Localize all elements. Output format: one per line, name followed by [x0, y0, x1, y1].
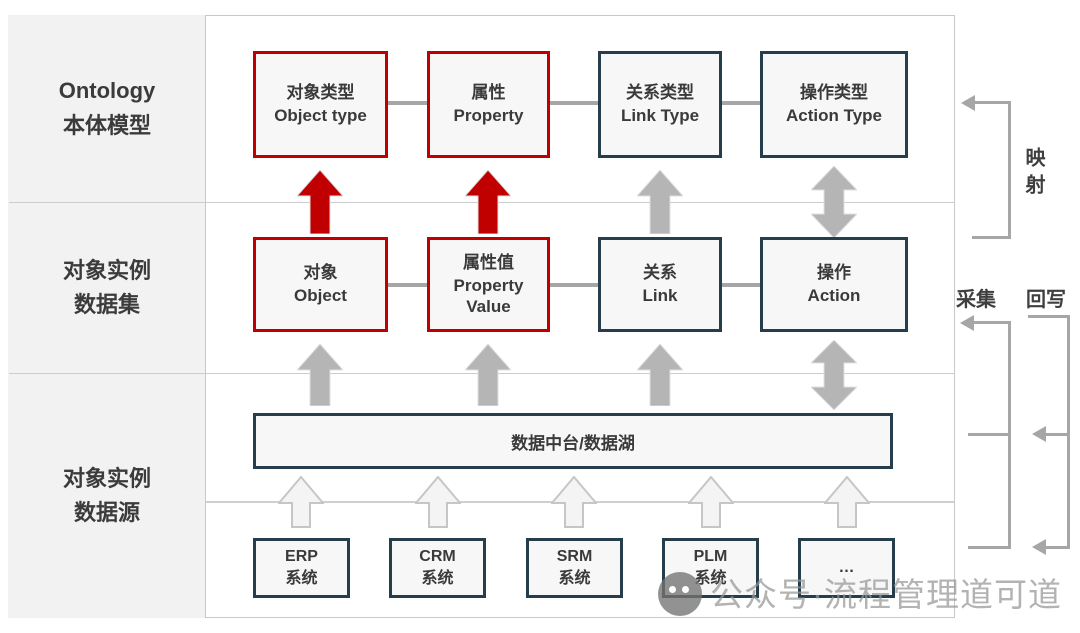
- sidebar-label-instance-datasource: 对象实例 数据源: [8, 374, 206, 618]
- sidebar-label-instance-dataset: 对象实例 数据集: [8, 203, 206, 373]
- box-label-zh: 属性值: [463, 252, 514, 272]
- box-label-zh: 属性: [471, 83, 506, 103]
- source-box-srm: SRM 系统: [526, 538, 623, 598]
- box-label-zh: 关系: [643, 263, 677, 283]
- connector-line: [550, 283, 598, 287]
- source-box-crm: CRM 系统: [389, 538, 486, 598]
- sidebar-label-line: 数据集: [73, 292, 140, 317]
- writeback-label: 回写: [1026, 283, 1066, 312]
- box-label-zh: 操作: [817, 263, 851, 283]
- sidebar-label-line: 本体模型: [62, 112, 151, 138]
- hollow-up-arrow-icon: [551, 476, 597, 528]
- writeback-label-text: 回写: [1026, 289, 1066, 311]
- bracket-line: [1008, 101, 1011, 239]
- hollow-up-arrow-icon: [824, 476, 870, 528]
- data-platform-bar: 数据中台/数据湖: [253, 413, 893, 469]
- sidebar-label-line: Ontology: [58, 78, 156, 104]
- bracket-line: [1046, 433, 1067, 436]
- connector-line: [722, 283, 760, 287]
- sidebar-panel: [8, 15, 206, 618]
- box-label-en: Property Value: [453, 275, 524, 316]
- bracket-line: [1046, 546, 1067, 549]
- box-label-zh: 操作类型: [800, 83, 868, 103]
- bracket-line: [972, 236, 1011, 239]
- watermark-text: 公众号·流程管理道可道: [710, 576, 1062, 613]
- sidebar-label-line: 数据源: [73, 500, 140, 525]
- left-arrowhead-icon: [1032, 539, 1046, 555]
- box-label-zh: 对象类型: [286, 83, 355, 103]
- instance-box-link: 关系 Link: [598, 237, 722, 332]
- instance-box-property-value: 属性值 Property Value: [427, 237, 550, 332]
- mapping-label: 映射: [1019, 147, 1048, 201]
- box-label-en: Action: [807, 286, 861, 306]
- red-up-arrow-icon: [297, 170, 343, 234]
- bracket-line: [968, 546, 1011, 549]
- box-label-zh: 系统: [421, 570, 454, 587]
- bracket-line: [1028, 315, 1070, 318]
- connector-line: [722, 101, 760, 105]
- bracket-line: [968, 433, 1008, 436]
- source-box-erp: ERP 系统: [253, 538, 350, 598]
- ontology-box-object-type: 对象类型 Object type: [253, 51, 388, 158]
- connector-line: [550, 101, 598, 105]
- gray-up-arrow-icon: [637, 344, 683, 406]
- left-arrowhead-icon: [1032, 426, 1046, 442]
- box-label-zh: …: [838, 559, 855, 577]
- box-label-en: Link: [642, 286, 678, 306]
- box-label-en: Property: [453, 106, 524, 126]
- box-label-zh: 关系类型: [626, 83, 694, 103]
- left-arrowhead-icon: [960, 315, 974, 331]
- red-up-arrow-icon: [465, 170, 511, 234]
- data-platform-label: 数据中台/数据湖: [511, 433, 635, 453]
- left-arrowhead-icon: [961, 95, 975, 111]
- box-label-en: Object type: [274, 106, 367, 126]
- bracket-line: [974, 321, 1011, 324]
- box-label-zh: 系统: [694, 570, 727, 587]
- box-label-en: Object: [294, 286, 347, 306]
- hollow-up-arrow-icon: [278, 476, 324, 528]
- ontology-box-property: 属性 Property: [427, 51, 550, 158]
- box-label-zh: 系统: [285, 570, 318, 587]
- box-label-zh: SRM: [556, 548, 593, 566]
- wechat-icon: [658, 572, 702, 616]
- box-label-zh: 对象: [303, 263, 338, 283]
- gray-double-arrow-icon: [811, 166, 857, 238]
- sidebar-label-ontology-model: Ontology 本体模型: [8, 15, 206, 202]
- box-label-zh: CRM: [419, 548, 456, 566]
- instance-box-object: 对象 Object: [253, 237, 388, 332]
- sidebar-label-line: 对象实例: [62, 465, 151, 491]
- gray-up-arrow-icon: [297, 344, 343, 406]
- box-label-zh: 系统: [558, 570, 591, 587]
- bracket-line: [1008, 321, 1011, 549]
- collect-label-text: 采集: [956, 289, 996, 311]
- box-label-en: Link Type: [620, 106, 700, 126]
- gray-up-arrow-icon: [637, 170, 683, 234]
- bracket-line: [975, 101, 1011, 104]
- instance-box-action: 操作 Action: [760, 237, 908, 332]
- connector-line: [388, 101, 427, 105]
- sidebar-label-line: 对象实例: [62, 257, 151, 283]
- ontology-box-action-type: 操作类型 Action Type: [760, 51, 908, 158]
- hollow-up-arrow-icon: [415, 476, 461, 528]
- collect-label: 采集: [956, 283, 996, 312]
- connector-line: [388, 283, 427, 287]
- source-box-plm: PLM 系统: [662, 538, 759, 598]
- gray-double-arrow-icon: [811, 340, 857, 410]
- watermark: 公众号·流程管理道可道: [658, 562, 1078, 616]
- box-label-zh: ERP: [285, 548, 318, 566]
- mapping-label-text: 映射: [1022, 147, 1044, 201]
- bracket-line: [1067, 315, 1070, 549]
- box-label-zh: PLM: [693, 548, 728, 566]
- ontology-box-link-type: 关系类型 Link Type: [598, 51, 722, 158]
- source-box-more: …: [798, 538, 895, 598]
- gray-up-arrow-icon: [465, 344, 511, 406]
- hollow-up-arrow-icon: [688, 476, 734, 528]
- box-label-en: Action Type: [785, 106, 883, 126]
